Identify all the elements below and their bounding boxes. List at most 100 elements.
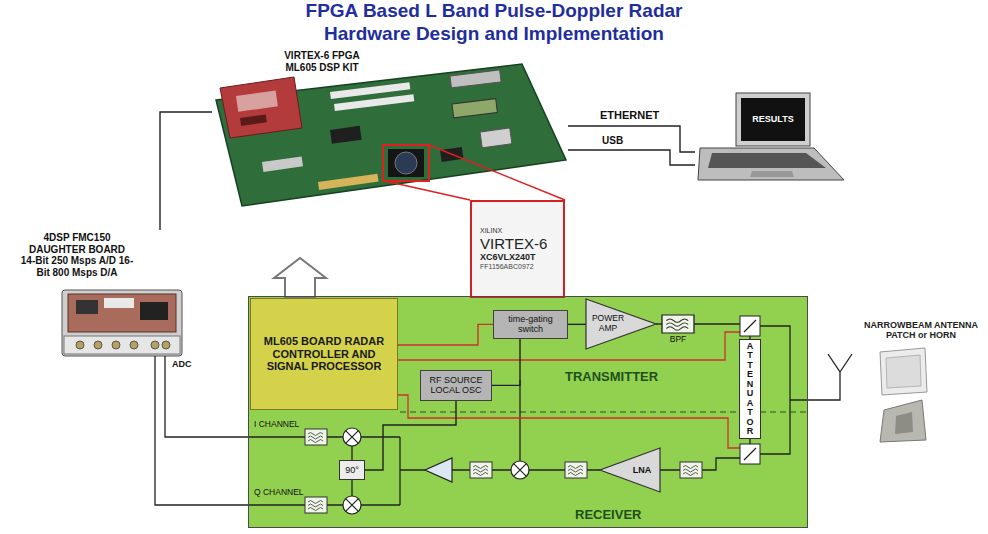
node-text: BPF (662, 335, 694, 345)
module-pcb (68, 294, 176, 332)
sma-connector (94, 341, 102, 349)
node-text: RECEIVER (575, 508, 675, 523)
text-slot: TRANSMITTER (565, 370, 675, 385)
card-part (236, 90, 278, 111)
text-slot: BPF (662, 335, 694, 345)
filter-symbol (305, 429, 327, 445)
node-text: TRANSMITTER (565, 370, 675, 385)
text-slot: 4DSP FMC150 DAUGHTER BOARD14-Bit 250 Msp… (18, 232, 136, 278)
card-part (240, 114, 267, 126)
connector (568, 324, 586, 325)
text-slot: NARROWBEAM ANTENNA PATCH or HORN (860, 320, 982, 341)
node-text: 90° (345, 465, 359, 475)
mixer-symbol (343, 428, 361, 446)
daughter-board: 4DSP FMC150 DAUGHTER BOARD14-Bit 250 Msp… (10, 230, 190, 368)
amplifier-symbol (425, 458, 452, 482)
text-slot: LNA (626, 448, 658, 492)
callout-frame (383, 145, 429, 181)
ic-part (104, 298, 134, 308)
filter-symbol (305, 497, 327, 513)
ic-part (140, 302, 168, 320)
chip-fan (395, 152, 417, 174)
connector-block (480, 128, 512, 148)
signal-label: ADC (172, 359, 192, 369)
laptop-base (698, 148, 844, 180)
ic-part (76, 300, 98, 314)
laptop-touchpad (750, 171, 794, 177)
oscillator-box: RF SOURCE LOCAL OSC (420, 370, 492, 401)
node-text: RESULTS (752, 114, 793, 124)
label-slot: USB (600, 135, 625, 147)
connector (160, 112, 212, 230)
memory-slot (334, 94, 414, 111)
laptop-lid (736, 93, 810, 146)
pcie-fingers (318, 174, 379, 190)
node-text: 14-Bit 250 Msps A/D 16-Bit 800 Msps D/A (18, 255, 136, 278)
sma-connector (130, 341, 138, 349)
module-housing (62, 290, 182, 356)
signal-label: I CHANNEL (254, 420, 299, 430)
laptop-screen (741, 98, 805, 141)
mixer-symbol (511, 461, 529, 479)
ic-part (330, 126, 362, 144)
filter-symbol (565, 462, 587, 478)
node-text: VIRTEX-6 FPGA ML605 DSP KIT (272, 50, 372, 73)
switch-symbol (740, 316, 760, 336)
node-text: POWER AMP (590, 314, 626, 334)
node-text: time-gating switch (497, 314, 564, 335)
node-text: 4DSP FMC150 DAUGHTER BOARD (18, 232, 136, 255)
sma-connector (112, 341, 120, 349)
chip-callout: XILINXVIRTEX-6XC6VLX240TFF1156ABC0972 (470, 200, 565, 298)
control-wire (398, 332, 740, 448)
filter-block: BPF (662, 315, 694, 355)
label-slot: ADC (172, 359, 192, 369)
daughter-card (220, 77, 302, 138)
connector (568, 126, 695, 152)
filter-symbol (662, 315, 694, 333)
amplifier-outline (600, 448, 660, 492)
switch-symbol (744, 320, 756, 332)
patch-antenna (880, 348, 927, 395)
text-slot: RESULTS (741, 98, 805, 141)
node-text: ATTENUATOR (746, 342, 755, 436)
antenna: NARROWBEAM ANTENNA PATCH or HORN (818, 318, 984, 446)
connector-block (262, 156, 303, 171)
fpga-chip (388, 149, 424, 177)
node-text: LNA (633, 465, 652, 475)
amplifier-triangle: LNA (600, 448, 660, 492)
text-slot: VIRTEX-6 FPGA ML605 DSP KIT (272, 50, 372, 73)
sma-connector (76, 341, 84, 349)
title-slot: FPGA Based L Band Pulse-Doppler Radar Ha… (294, 0, 694, 46)
attenuator-box: ATTENUATOR (739, 339, 761, 439)
switch-box: time-gating switch (493, 310, 568, 339)
signal-label: Q CHANNEL (254, 488, 304, 498)
amplifier-outline (586, 299, 656, 349)
connection-label: ETHERNET (600, 109, 659, 122)
mixer-symbol (346, 431, 359, 444)
horn-antenna (895, 412, 913, 434)
node-text: VIRTEX-6 (480, 235, 547, 252)
pcb (216, 64, 566, 206)
connector (492, 339, 520, 386)
radar-panel: TRANSMITTER RECEIVER ML605 BOARD RADAR CON… (248, 296, 808, 528)
connector (568, 150, 695, 165)
lcd-display (452, 99, 497, 118)
mixer-symbol (343, 496, 361, 514)
patch-antenna (886, 355, 921, 388)
connection-label: USB (602, 135, 623, 147)
connector (398, 324, 493, 345)
node-text: ML605 BOARD RADAR CONTROLLER AND SIGNAL … (257, 335, 391, 373)
front-plate (64, 336, 180, 354)
diagram-title: FPGA Based L Band Pulse-Doppler Radar Ha… (294, 0, 694, 46)
switch-symbol (740, 444, 760, 464)
label-slot: Q CHANNEL (254, 488, 304, 498)
filter-symbol (680, 462, 702, 478)
text-slot: RECEIVER (575, 508, 675, 523)
triangle-outline (586, 299, 656, 349)
controller-box: ML605 BOARD RADAR CONTROLLER AND SIGNAL … (250, 298, 398, 410)
mixer-symbol (346, 499, 359, 512)
sma-connector (151, 341, 159, 349)
switch-symbol (744, 448, 756, 460)
horn-antenna (880, 400, 926, 442)
